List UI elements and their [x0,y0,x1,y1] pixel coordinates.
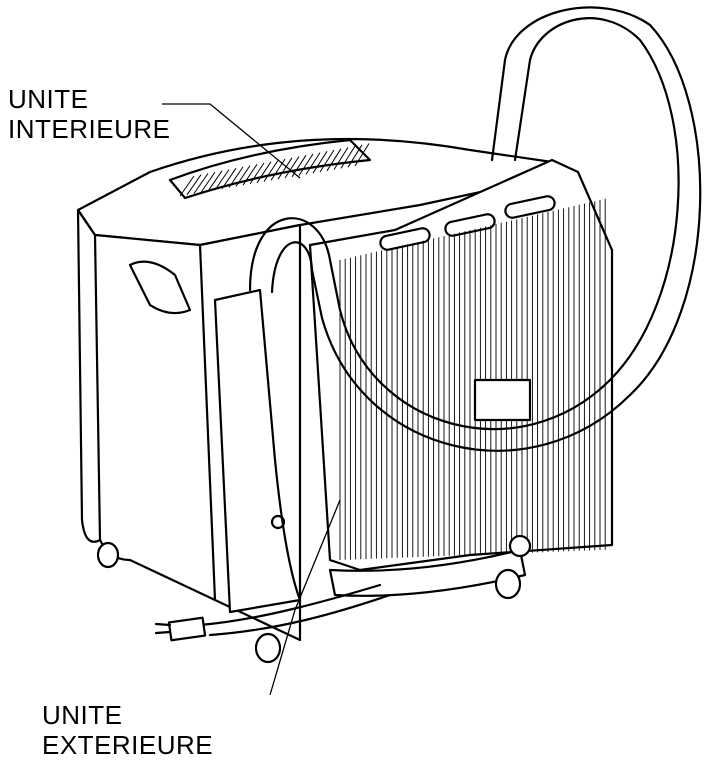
front-panel [213,288,302,614]
grille-slat [221,167,237,190]
grille-slat [214,169,230,191]
grille-slat [228,166,244,188]
grille-slat [347,144,363,168]
wheel-back [508,534,532,558]
grille-slat [298,153,314,176]
grille-slat [256,161,272,184]
grille-slat [186,174,202,196]
grille-slat [242,164,258,186]
grille-slat [263,160,279,182]
grille-slat [326,148,342,172]
flexible-hose [248,6,702,452]
top-slot [504,195,556,219]
grille-slat [333,147,349,170]
panel-knob [270,514,286,530]
grille-slat [305,152,321,175]
label-plate [473,378,532,422]
label-exterior-unit: UNITE EXTERIEURE [42,700,213,760]
grille-slat [193,173,209,194]
grille-slat [235,165,251,187]
wheel-front-left [96,541,120,569]
side-handle [128,260,192,315]
grille-slat [284,156,300,179]
label-line: UNITE [42,700,123,730]
grille-slat [179,175,195,197]
grille-slats [179,143,370,197]
grille-slat [277,157,293,180]
grille-slat [207,170,223,192]
power-cord [154,583,392,642]
leader-line-exterior [269,499,341,696]
base [254,534,532,664]
label-line: EXTERIEURE [42,730,214,760]
top-slot [444,213,496,237]
grille-slat [249,162,265,185]
leader-line-interior [162,103,301,179]
grille-slat [319,149,335,173]
label-line: UNITE [8,84,89,114]
label-interior-unit: UNITE INTERIEURE [8,84,170,144]
label-line: INTERIEURE [8,114,171,144]
plug-icon [167,616,207,642]
wheel-rear-right [494,568,522,600]
grille-slat [270,158,286,181]
grille-slat [354,143,370,167]
grille-slat [200,171,216,193]
cooling-fins [339,198,606,560]
outdoor-unit [308,158,614,572]
grille-slat [312,151,328,174]
wheel-rear-left [254,632,282,664]
grille-slat [340,145,356,169]
top-slot [379,227,431,251]
